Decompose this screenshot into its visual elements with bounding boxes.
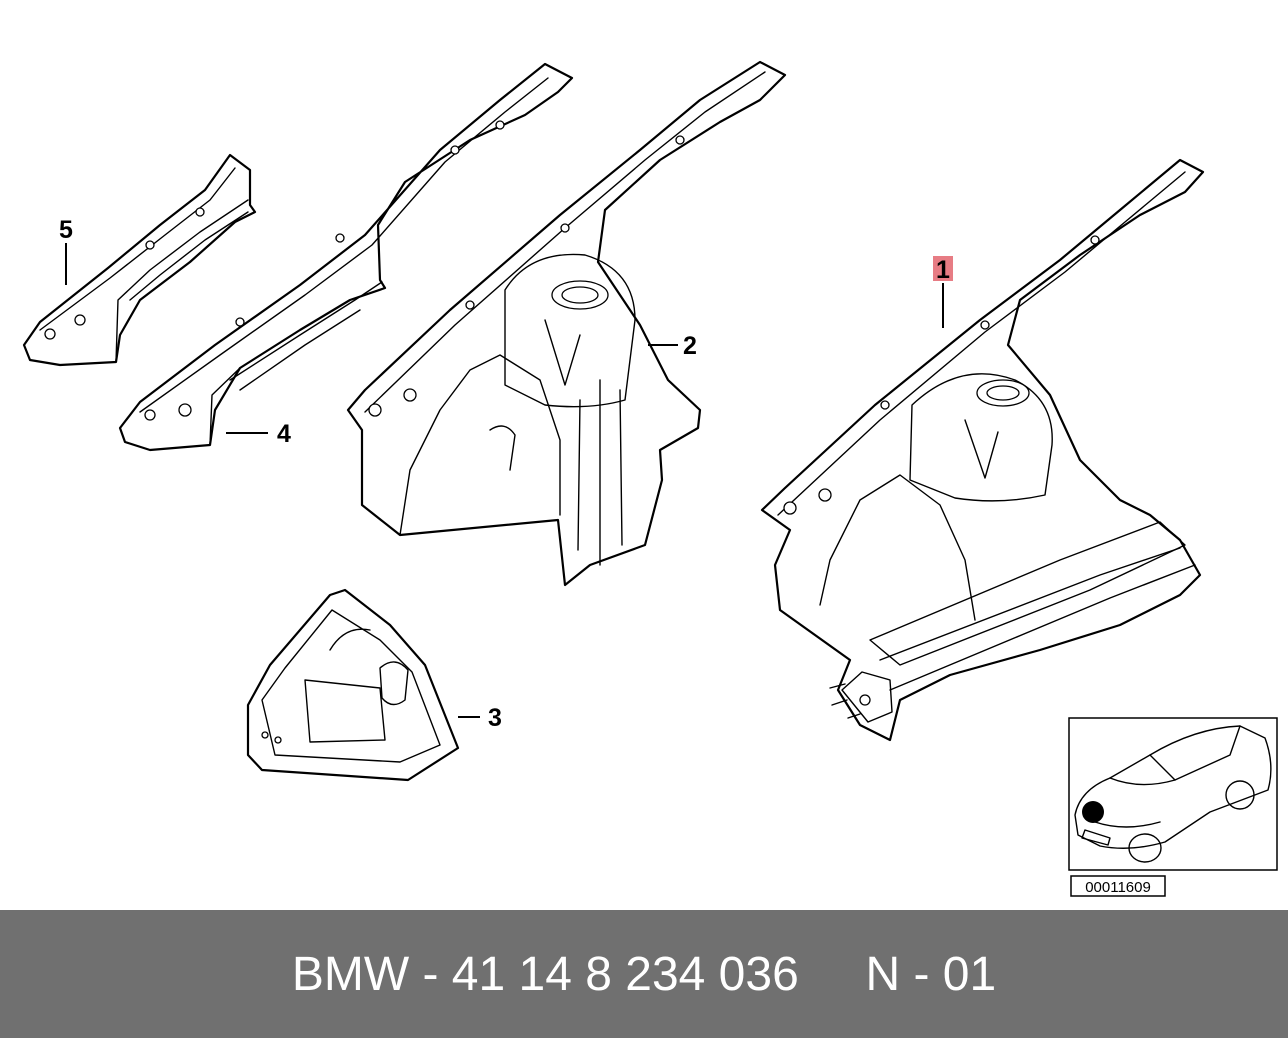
callout-2[interactable]: 2 xyxy=(683,332,697,360)
parts-diagram: 1 2 3 4 5 00011609 xyxy=(22,60,1278,897)
part-number-footer: BMW - 41 14 8 234 036 N - 01 xyxy=(0,910,1288,1038)
car-locator-inset: 00011609 xyxy=(1068,717,1278,897)
inset-code: 00011609 xyxy=(1085,879,1151,896)
location-marker xyxy=(1082,801,1104,823)
footer-spacer xyxy=(799,947,866,1002)
callout-1[interactable]: 1 xyxy=(936,256,950,284)
callout-4[interactable]: 4 xyxy=(277,420,291,448)
callout-3[interactable]: 3 xyxy=(488,704,502,732)
part-4-long-rail[interactable] xyxy=(118,62,574,452)
callout-5[interactable]: 5 xyxy=(59,216,73,244)
part-1-front-assembly[interactable] xyxy=(760,158,1205,742)
part-2-rail-with-wheel-arch[interactable] xyxy=(346,60,787,587)
car-outline-icon xyxy=(1074,725,1272,863)
part-3-wheel-arch-panel[interactable] xyxy=(246,588,460,782)
part-5-rail-section[interactable] xyxy=(22,153,257,367)
variant-code: N - 01 xyxy=(865,947,997,1001)
callout-1-highlight xyxy=(933,256,953,281)
part-number: BMW - 41 14 8 234 036 xyxy=(291,947,799,1001)
